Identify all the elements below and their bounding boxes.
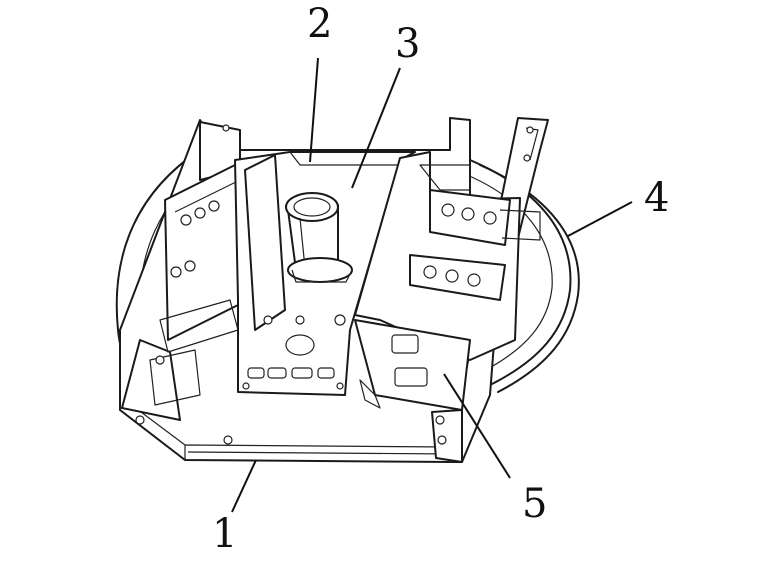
callout-4: 4 <box>644 175 670 221</box>
right-bracket <box>354 151 541 411</box>
callout-2: 2 <box>307 1 333 47</box>
fasteners <box>135 124 534 445</box>
leader-lines <box>231 57 633 513</box>
callout-5: 5 <box>522 481 548 527</box>
callout-1: 1 <box>212 511 238 557</box>
callout-3: 3 <box>395 21 421 67</box>
tube-column <box>285 192 353 283</box>
